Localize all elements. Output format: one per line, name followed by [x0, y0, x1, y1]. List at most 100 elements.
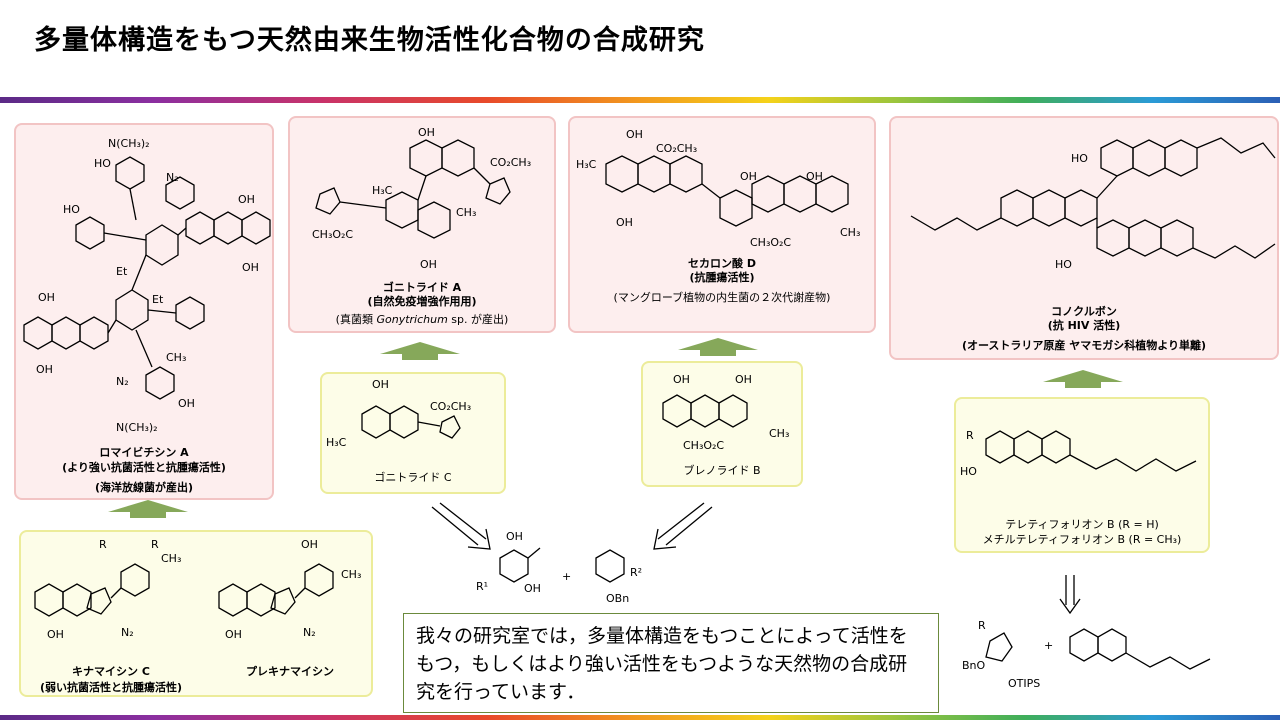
ho-label-1: HO [94, 157, 111, 170]
ho-label-2: HO [63, 203, 80, 216]
kinamycin-c-structure: R R CH₃ OH N₂ [34, 538, 181, 641]
ho-label-cc2: HO [1055, 258, 1072, 271]
building-blocks-center: OH R¹ OH + R² OBn [476, 530, 642, 605]
ho-label-cc1: HO [1071, 152, 1088, 165]
ch3-label-sa: CH₃ [840, 226, 860, 239]
conocurvone-structure: HO HO [910, 137, 1276, 271]
conocurvone-name: コノクルボン [1051, 305, 1117, 318]
oh-label-bb-b: OH [524, 582, 541, 595]
obn-label: OBn [606, 592, 629, 605]
r2-label: R² [630, 566, 642, 579]
n2-label-top: N₂ [166, 171, 179, 184]
r1-label: R¹ [476, 580, 488, 593]
ch3o2c-label-bb: CH₃O₂C [683, 439, 724, 452]
n2-label-pk: N₂ [303, 626, 316, 639]
oh-label-2: OH [242, 261, 259, 274]
arrow-shape [678, 338, 758, 356]
oh-label-bb1: OH [673, 373, 690, 386]
ch3-label-ga: CH₃ [456, 206, 476, 219]
gonytolide-a-source-post: sp. が産出) [447, 313, 509, 326]
oh-label-pk1: OH [301, 538, 318, 551]
co2ch3-label-sa: CO₂CH₃ [656, 142, 697, 155]
teretifolione-b-panel: R HO テレティフォリオン B (R = H) メチルテレティフォリオン B … [954, 397, 1210, 553]
gonytolide-a-activity: (自然免疫増強作用用) [367, 295, 477, 308]
bno-label: BnO [962, 659, 986, 672]
plus-sign-center: + [562, 570, 571, 583]
secalonic-acid-d-activity: (抗腫瘍活性) [689, 271, 755, 284]
or3-label: R [151, 538, 159, 551]
blennolide-b-name: ブレノライド B [683, 464, 761, 477]
n2-label-kc: N₂ [121, 626, 134, 639]
ho-label-tb: HO [960, 465, 977, 478]
plus-sign-right: + [1044, 639, 1053, 652]
oh-label-ga2: OH [420, 258, 437, 271]
gonytolide-a-panel: OH CO₂CH₃ H₃C CH₃ CH₃O₂C OH ゴニトライド A (自然… [288, 116, 556, 333]
oh-label-gc: OH [372, 378, 389, 391]
nme2-label-top: N(CH₃)₂ [108, 137, 150, 150]
secalonic-acid-d-structure: OH CO₂CH₃ H₃C OH OH OH CH₃ CH₃O₂C [576, 128, 860, 249]
building-blocks-right: R BnO OTIPS + [962, 619, 1211, 690]
bottom-rainbow-divider [0, 715, 1280, 720]
lomaiviticin-a-activity: (より強い抗菌活性と抗腫瘍活性) [62, 461, 226, 474]
et-label-1: Et [116, 265, 128, 278]
page-title: 多量体構造をもつ天然由来生物活性化合物の合成研究 [34, 25, 705, 56]
ch3-label-pk: CH₃ [341, 568, 361, 581]
h3c-label-ga: H₃C [372, 184, 393, 197]
conocurvone-source: (オーストラリア原産 ヤマモガシ科植物より単離) [961, 339, 1207, 352]
oh-label-5: OH [178, 397, 195, 410]
oh-label-3: OH [38, 291, 55, 304]
secalonic-acid-d-panel: OH CO₂CH₃ H₃C OH OH OH CH₃ CH₃O₂C セカロン酸 … [568, 116, 876, 333]
oh-label-4: OH [36, 363, 53, 376]
nme2-label-bottom: N(CH₃)₂ [116, 421, 158, 434]
arrow-shape [1043, 370, 1123, 388]
h3c-label-gc: H₃C [326, 436, 347, 449]
lomaiviticin-a-panel: N(CH₃)₂ HO N₂ OH HO Et OH OH Et CH₃ OH N… [14, 123, 274, 500]
co2ch3-label-ga1: CO₂CH₃ [490, 156, 531, 169]
otips-label: OTIPS [1008, 677, 1040, 690]
gonytolide-c-panel: OH CO₂CH₃ H₃C ゴニトライド C [320, 372, 506, 494]
up-arrow-conocurvone [1043, 370, 1123, 388]
ch3-label-bb: CH₃ [769, 427, 789, 440]
oh-label-bb2: OH [735, 373, 752, 386]
ch3-label-kc: CH₃ [161, 552, 181, 565]
kinamycin-panel: R R CH₃ OH N₂ OH CH₃ OH N₂ キナマイシン C (弱い抗… [19, 530, 373, 697]
gonytolide-a-structure: OH CO₂CH₃ H₃C CH₃ CH₃O₂C OH [312, 126, 531, 271]
top-rainbow-divider [0, 97, 1280, 103]
ch3o2c-label-ga: CH₃O₂C [312, 228, 353, 241]
synthesis-arrow-right [653, 502, 713, 550]
blennolide-b-panel: OH OH CH₃ CH₃O₂C ブレノライド B [641, 361, 803, 487]
gonytolide-a-source-italic: Gonytrichum [376, 313, 448, 326]
h3c-label-sa: H₃C [576, 158, 597, 171]
gonytolide-c-structure: OH CO₂CH₃ H₃C [326, 378, 471, 449]
synthesis-arrow-down [1059, 575, 1081, 615]
arrow-shape [108, 500, 188, 518]
prekinamycin-name: プレキナマイシン [246, 665, 334, 678]
oh-label-sa4: OH [616, 216, 633, 229]
oh-label-kc: OH [47, 628, 64, 641]
conocurvone-panel: HO HO コノクルボン (抗 HIV 活性) (オーストラリア原産 ヤマモガシ… [889, 116, 1279, 360]
prekinamycin-structure: OH CH₃ OH N₂ [218, 538, 361, 641]
arrow-shape [380, 342, 460, 360]
lomaiviticin-a-structure: N(CH₃)₂ HO N₂ OH HO Et OH OH Et CH₃ OH N… [23, 137, 271, 434]
oh-label-sa1: OH [626, 128, 643, 141]
ch3o-label: CH₃ [166, 351, 186, 364]
secalonic-acid-d-source: (マングローブ植物の内生菌の２次代謝産物) [613, 291, 831, 304]
synthesis-arrow-left [431, 502, 491, 550]
oh-label-1: OH [238, 193, 255, 206]
teretifolione-b-structure: R HO [960, 429, 1197, 478]
up-arrow-gonytolide [380, 342, 460, 360]
gonytolide-a-source-pre: (真菌類 [335, 313, 377, 326]
oh-label-bb-a: OH [506, 530, 523, 543]
blennolide-b-structure: OH OH CH₃ CH₃O₂C [662, 373, 789, 452]
up-arrow-lomaiviticin [108, 500, 188, 518]
teretifolione-b-line1: テレティフォリオン B (R = H) [1005, 518, 1159, 531]
oh-label-pk2: OH [225, 628, 242, 641]
n2-label-bottom: N₂ [116, 375, 129, 388]
r-label-br: R [978, 619, 986, 632]
lomaiviticin-a-name: ロマイビチシン A [99, 446, 189, 459]
gonytolide-c-name: ゴニトライド C [374, 471, 452, 484]
co2ch3-label-gc: CO₂CH₃ [430, 400, 471, 413]
et-label-2: Et [152, 293, 164, 306]
lomaiviticin-a-source: (海洋放線菌が産出) [94, 481, 194, 494]
ch3o2c-label-sa: CH₃O₂C [750, 236, 791, 249]
